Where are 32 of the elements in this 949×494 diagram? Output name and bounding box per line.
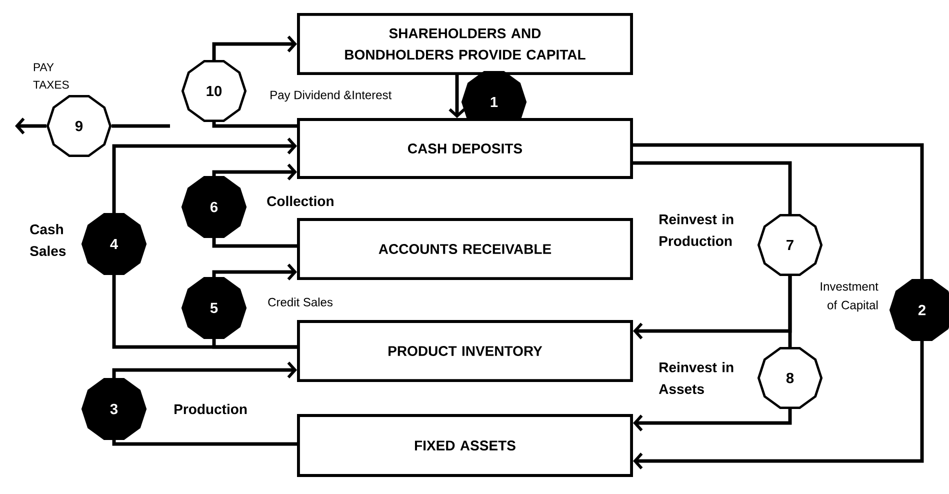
arrow (15, 118, 46, 134)
process-box: FIXED ASSETS (297, 414, 633, 477)
flow-label: Reinvest in Assets (658, 362, 734, 394)
flow-label: Production (174, 404, 247, 414)
process-box: PRODUCT INVENTORY (297, 320, 633, 382)
step-octagon: 5 (181, 277, 247, 339)
step-octagon: 9 (46, 95, 112, 157)
arrow (112, 138, 297, 213)
step-octagon: 6 (181, 176, 247, 238)
step-octagon: 4 (81, 213, 147, 275)
flow-label: Pay Dividend &Interest (270, 90, 392, 102)
arrow (212, 264, 297, 280)
step-octagon: 8 (757, 347, 823, 409)
flow-label: Collection (267, 196, 334, 206)
step-octagon: 2 (889, 279, 949, 341)
process-box: SHAREHOLDERS AND BONDHOLDERS PROVIDE CAPITAL (297, 13, 633, 75)
arrow (633, 409, 792, 432)
process-box: ACCOUNTS RECEIVABLE (297, 218, 633, 280)
arrow (212, 164, 297, 180)
step-octagon: 7 (757, 214, 823, 276)
flow-label: Investment of Capital (820, 282, 878, 312)
arrow (112, 362, 297, 378)
flow-label: PAY TAXES (33, 63, 69, 89)
process-box: CASH DEPOSITS (297, 118, 633, 179)
step-octagon: 10 (181, 60, 247, 122)
arrow (633, 341, 924, 470)
arrow (212, 36, 297, 60)
arrow (448, 75, 466, 118)
step-octagon: 3 (81, 378, 147, 440)
flow-label: Reinvest in Production (660, 214, 734, 246)
flow-label: Cash Sales (30, 224, 66, 256)
flow-label: Credit Sales (268, 298, 332, 306)
